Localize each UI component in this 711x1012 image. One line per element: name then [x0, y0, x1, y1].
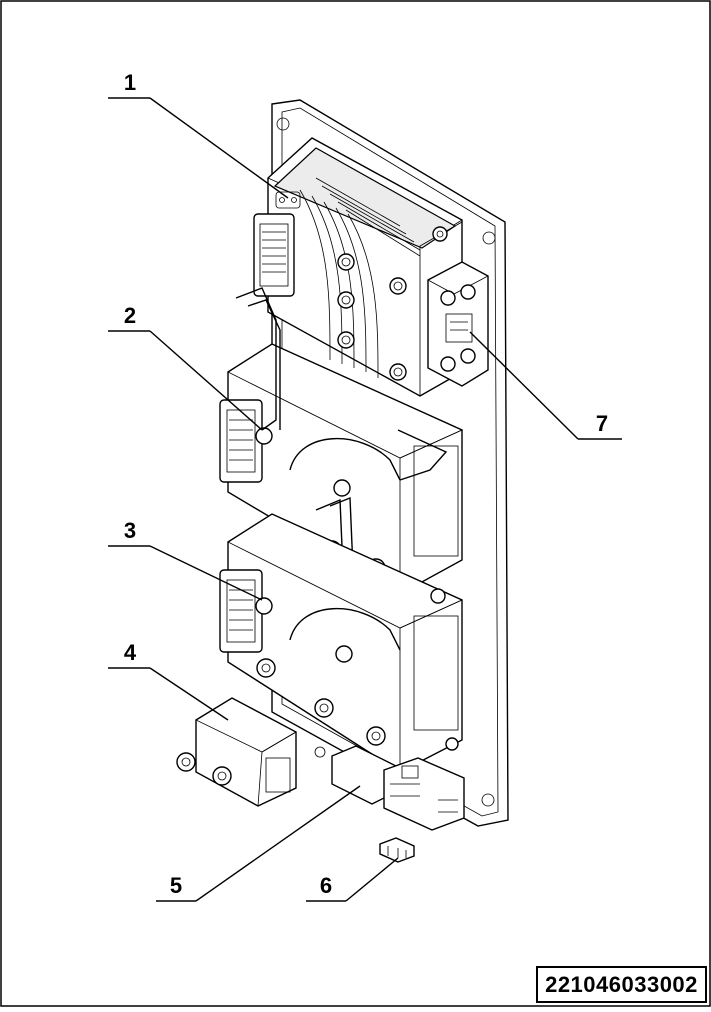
relay-box-7 — [427, 261, 489, 387]
callout-5: 5 — [170, 873, 182, 898]
callout-2: 2 — [124, 303, 136, 328]
drawing-number: 221046033002 — [545, 971, 698, 997]
drawing-number-box: 221046033002 — [536, 966, 707, 1003]
callout-7: 7 — [596, 411, 608, 436]
fuse-holder-5 — [331, 745, 465, 831]
callout-1: 1 — [124, 70, 136, 95]
callout-6: 6 — [320, 873, 332, 898]
motor-controller-3 — [219, 513, 463, 773]
blade-fuse-6 — [379, 837, 415, 863]
callout-4: 4 — [124, 640, 137, 665]
contactor-4 — [176, 697, 326, 807]
callout-leaders — [108, 97, 622, 902]
callout-3: 3 — [124, 518, 136, 543]
